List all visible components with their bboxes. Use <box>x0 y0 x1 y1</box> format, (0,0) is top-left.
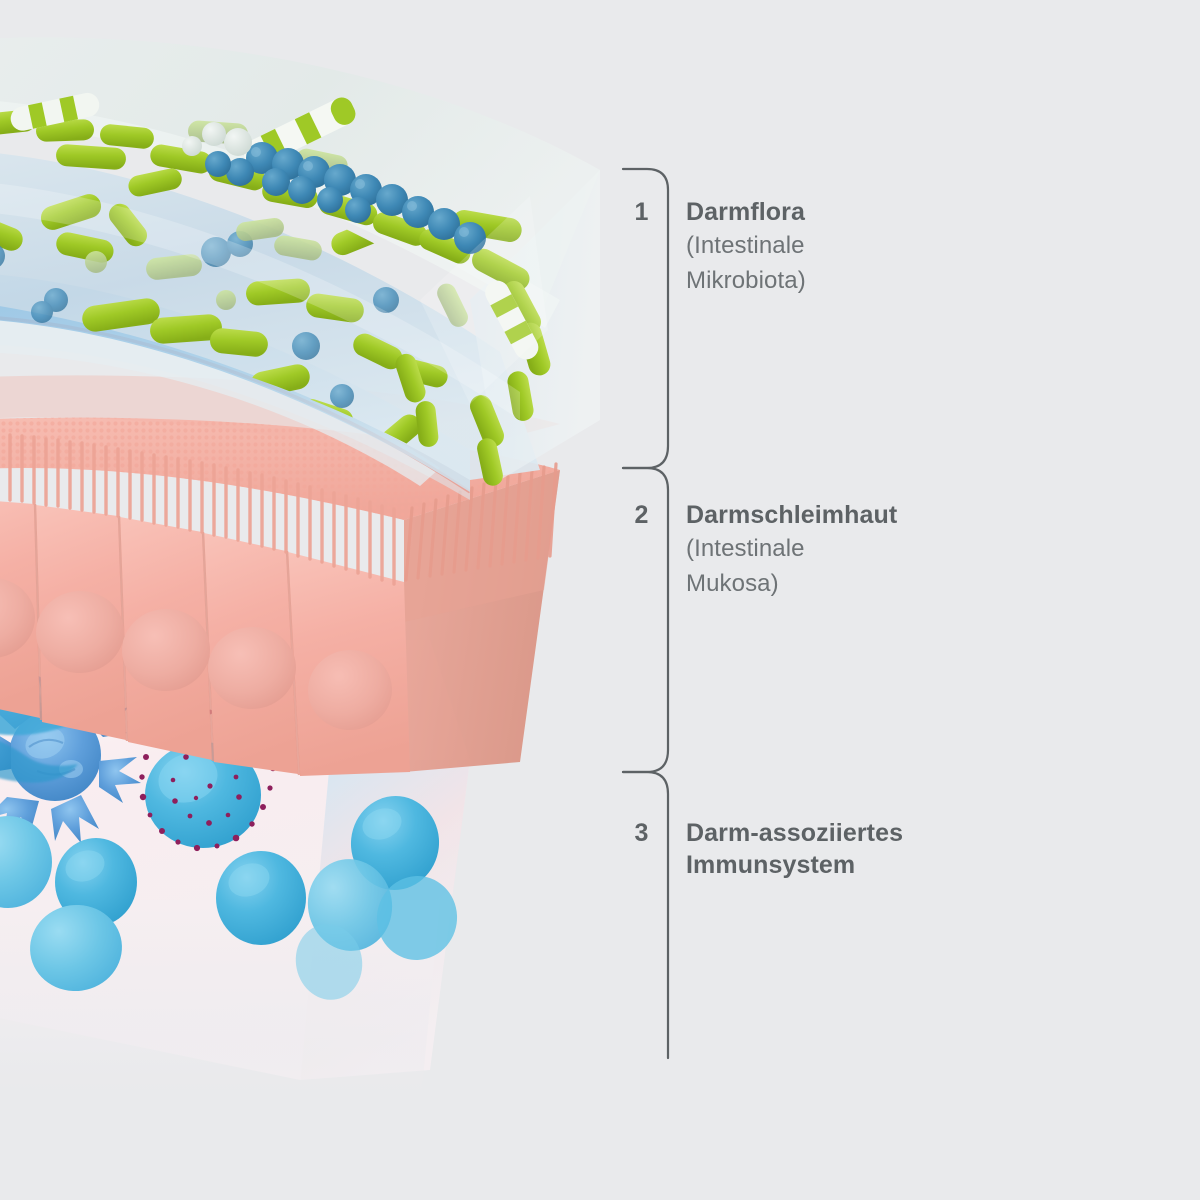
legend-subtitle-2: (Intestinale Mukosa) <box>686 531 897 601</box>
legend-subtitle-1: (Intestinale Mikrobiota) <box>686 228 806 298</box>
lymphocyte <box>376 876 458 960</box>
lymphocyte <box>295 924 363 1000</box>
intestinal-barrier-illustration <box>0 37 600 1110</box>
microbiota-surface <box>0 92 551 486</box>
microvilli-brush-border <box>8 433 396 586</box>
epithelium-layer <box>0 375 560 776</box>
legend-text-1: Darmflora (Intestinale Mikrobiota) <box>686 196 806 298</box>
legend-panel: 1 Darmflora (Intestinale Mikrobiota) 2 D… <box>615 0 1200 1200</box>
legend-number-1: 1 <box>634 198 649 226</box>
lymphocyte <box>30 904 122 992</box>
cocci-pale <box>182 122 252 156</box>
legend-number-2: 2 <box>634 501 649 529</box>
mucus-microbiota-layer <box>0 37 600 492</box>
epithelial-cells-front <box>0 501 410 776</box>
legend-subtitle-2-line2: Mukosa) <box>686 570 779 597</box>
legend-subtitle-1-line2: Mikrobiota) <box>686 267 806 294</box>
lymphocyte-activated <box>134 669 277 852</box>
legend-number-3: 3 <box>634 819 649 847</box>
microvilli-right-face <box>404 462 558 582</box>
legend-item-3: 3 Darm-assoziiertes Immunsystem <box>615 817 1135 881</box>
immune-cells-group <box>0 659 458 1000</box>
legend-item-2: 2 Darmschleimhaut (Intestinale Mukosa) <box>615 499 1135 601</box>
lymphocyte <box>0 816 52 908</box>
legend-bracket <box>621 167 670 1060</box>
lymphocyte <box>216 851 306 945</box>
legend-text-2: Darmschleimhaut (Intestinale Mukosa) <box>686 499 897 601</box>
legend-title-3: Darm-assoziiertes <box>686 819 904 847</box>
lymphocyte <box>350 796 440 890</box>
legend-subtitle-2-line1: (Intestinale <box>686 535 805 562</box>
legend-subtitle-1-line1: (Intestinale <box>686 232 805 259</box>
legend-title-2: Darmschleimhaut <box>686 501 898 529</box>
legend-text-3: Darm-assoziiertes Immunsystem <box>686 817 903 881</box>
lymphocyte <box>55 838 137 926</box>
legend-title-3-line2: Immunsystem <box>686 851 856 879</box>
legend-item-1: 1 Darmflora (Intestinale Mikrobiota) <box>615 196 1135 298</box>
legend-title-1: Darmflora <box>686 198 805 226</box>
cocci-chain <box>205 142 486 254</box>
